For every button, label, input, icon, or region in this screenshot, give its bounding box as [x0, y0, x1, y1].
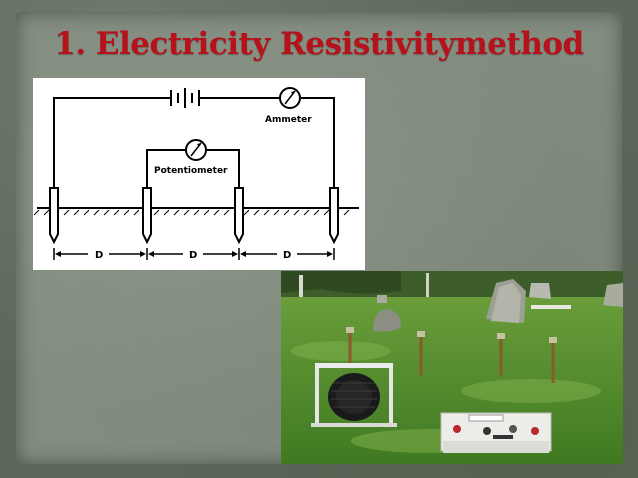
potentiometer-icon [185, 139, 207, 161]
ammeter-label: Ammeter [265, 115, 312, 125]
resistivity-meter [440, 412, 552, 453]
electrode-4 [329, 187, 339, 245]
resistivity-circuit-diagram: Ammeter Potentiometer [33, 78, 365, 270]
battery-icon [170, 88, 200, 108]
cable-reel [311, 363, 397, 427]
electrode-1 [49, 187, 59, 245]
spacing-label-1: D [95, 250, 103, 261]
spacing-label-2: D [189, 250, 197, 261]
ammeter-icon [279, 87, 301, 109]
field-electrodes [348, 331, 555, 383]
field-survey-photo [281, 271, 623, 464]
potentiometer-label: Potentiometer [154, 166, 228, 176]
electrode-2 [142, 187, 152, 245]
spacing-label-3: D [283, 250, 291, 261]
slide-title: 1. Electricity Resistivitymethod [54, 26, 584, 62]
electrode-3 [234, 187, 244, 245]
